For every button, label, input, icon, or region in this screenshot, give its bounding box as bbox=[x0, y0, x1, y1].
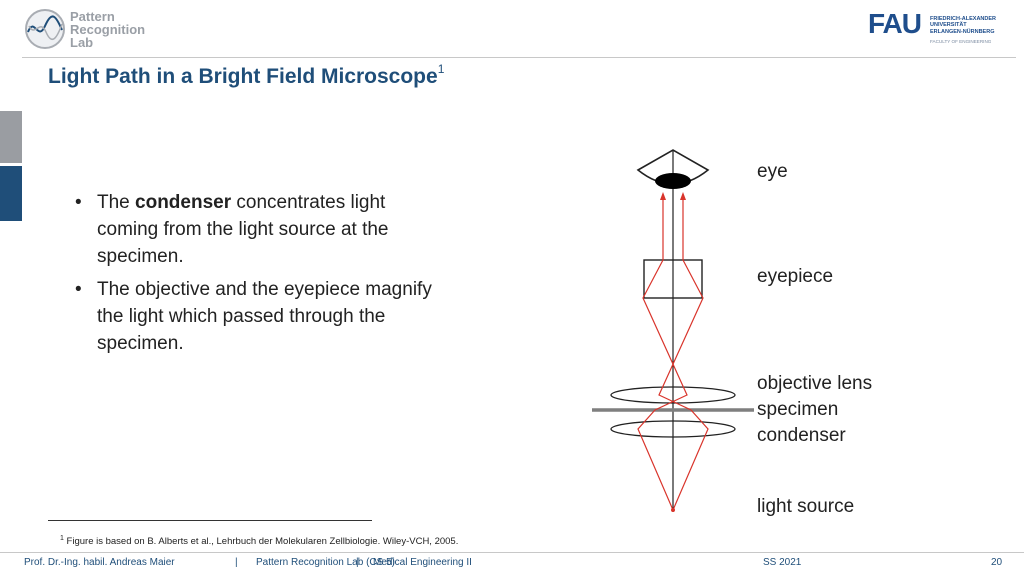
fau-name-line-3: ERLANGEN-NÜRNBERG bbox=[930, 28, 995, 35]
bullet-1-text-end: concentrates light coming from the light… bbox=[97, 192, 389, 267]
footer-lab: Pattern Recognition Lab (CS 5) bbox=[256, 557, 395, 568]
lab-logo-line-3: Lab bbox=[70, 35, 94, 50]
footnote-mark: 1 bbox=[60, 535, 64, 542]
bullet-list: • The condenser concentrates light comin… bbox=[75, 189, 435, 363]
footer-course: Medical Engineering II bbox=[373, 557, 472, 568]
footnote: 1 Figure is based on B. Alberts et al., … bbox=[60, 535, 458, 547]
footer-separator-2: | bbox=[356, 557, 359, 568]
light-rays bbox=[637, 192, 709, 512]
bullet-item-objective: • The objective and the eyepiece magnify… bbox=[75, 276, 435, 357]
eye-shape bbox=[636, 149, 710, 189]
fau-name-line-1: FRIEDRICH-ALEXANDER bbox=[930, 16, 996, 22]
eyepiece-box bbox=[643, 259, 703, 299]
fau-faculty: FACULTY OF ENGINEERING bbox=[930, 39, 992, 44]
footer-separator-1: | bbox=[235, 557, 238, 568]
bullet-2-text: The objective and the eyepiece magnify t… bbox=[97, 279, 432, 354]
lab-logo-line-2: Recognition bbox=[70, 22, 146, 37]
lab-logo-text: Pattern Recognition Lab bbox=[70, 10, 145, 49]
bullet-dot: • bbox=[75, 192, 82, 213]
footnote-divider bbox=[48, 520, 372, 521]
pattern-recognition-logo-icon bbox=[25, 9, 65, 49]
footer-semester: SS 2021 bbox=[763, 557, 802, 568]
footer-author: Prof. Dr.-Ing. habil. Andreas Maier bbox=[24, 557, 175, 568]
label-eyepiece: eyepiece bbox=[757, 266, 834, 287]
slide-title-text: Light Path in a Bright Field Microscope bbox=[48, 65, 438, 88]
label-light-source: light source bbox=[757, 496, 855, 517]
footer-page-number: 20 bbox=[991, 557, 1003, 568]
label-condenser: condenser bbox=[757, 425, 846, 446]
bullet-item-condenser: • The condenser concentrates light comin… bbox=[75, 189, 435, 270]
side-accent-grey bbox=[0, 111, 22, 163]
slide-title: Light Path in a Bright Field Microscope1 bbox=[48, 62, 445, 89]
fau-mark: FAU bbox=[868, 8, 922, 39]
pattern-recognition-lab-logo: Pattern Recognition Lab bbox=[24, 8, 174, 56]
footer-divider bbox=[0, 552, 1024, 553]
footnote-text: Figure is based on B. Alberts et al., Le… bbox=[66, 536, 459, 548]
header-divider bbox=[22, 57, 1016, 58]
lab-logo-line-1: Pattern bbox=[70, 9, 115, 24]
fau-name: FRIEDRICH-ALEXANDER UNIVERSITÄT ERLANGEN… bbox=[930, 16, 996, 35]
title-footnote-mark: 1 bbox=[437, 62, 445, 76]
label-specimen: specimen bbox=[757, 399, 839, 420]
objective-lens bbox=[610, 386, 736, 404]
fau-name-line-2: UNIVERSITÄT bbox=[930, 22, 967, 29]
bullet-1-text-start: The bbox=[97, 192, 136, 213]
microscope-light-path-diagram bbox=[592, 149, 754, 512]
bullet-1-bold: condenser bbox=[135, 192, 232, 213]
label-objective-lens: objective lens bbox=[757, 373, 873, 394]
condenser-lens bbox=[610, 420, 736, 438]
fau-logo: FAU FRIEDRICH-ALEXANDER UNIVERSITÄT ERLA… bbox=[868, 10, 1008, 46]
side-accent-blue bbox=[0, 166, 22, 221]
bullet-dot: • bbox=[75, 279, 82, 300]
label-eye: eye bbox=[757, 161, 788, 182]
